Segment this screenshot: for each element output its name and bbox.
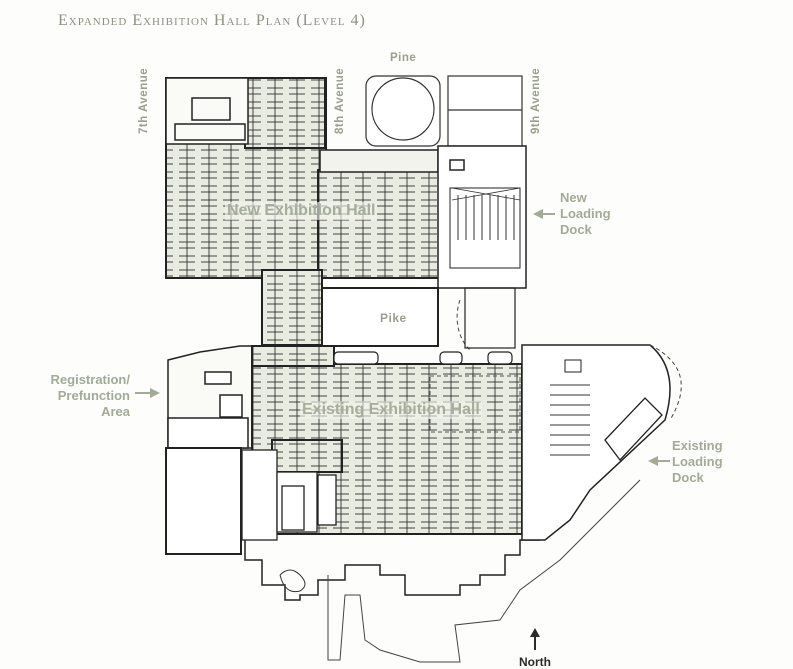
registration-prefunction-label: Registration/ Prefunction Area: [50, 372, 130, 419]
north-arrow-icon: [530, 628, 540, 650]
existing-loading-dock-label: Existing Loading Dock: [672, 438, 723, 485]
street-pine: Pine: [390, 52, 417, 64]
existing-exhibition-hall-label: Existing Exhibition Hall: [300, 401, 482, 419]
plan-title: Expanded Exhibition Hall Plan (Level 4): [58, 12, 366, 29]
new-exhibition-hall: [165, 77, 441, 346]
street-pike: Pike: [380, 311, 407, 325]
street-8th-avenue: 8th Avenue: [334, 67, 346, 134]
new-exhibition-hall-label: New Exhibition Hall: [225, 202, 378, 220]
north-compass: North: [515, 628, 555, 669]
new-loading-dock-label: New Loading Dock: [560, 190, 611, 237]
street-7th-avenue: 7th Avenue: [138, 67, 150, 134]
street-9th-avenue: 9th Avenue: [530, 67, 542, 134]
